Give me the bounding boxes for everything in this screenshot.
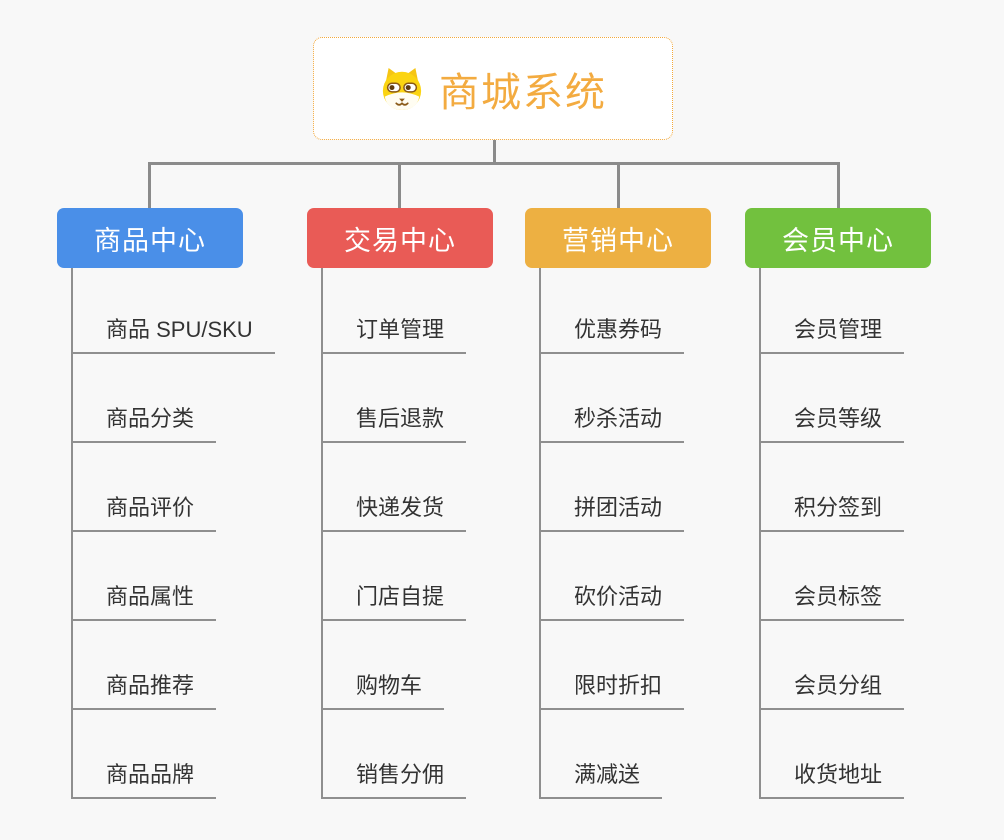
branch-item[interactable]: 商品分类 [71,354,217,443]
branch-item[interactable]: 商品推荐 [71,621,217,710]
branch-rail-line [148,162,840,165]
branch-item[interactable]: 快递发货 [321,443,467,532]
branch-header-product[interactable]: 商品中心 [57,208,243,268]
branch-item-list: 商品 SPU/SKU 商品分类 商品评价 商品属性 商品推荐 商品品牌 [71,268,275,799]
branch-item[interactable]: 拼团活动 [539,443,685,532]
branch-item[interactable]: 商品评价 [71,443,217,532]
branch-product-center: 商品中心 商品 SPU/SKU 商品分类 商品评价 商品属性 商品推荐 商品品牌 [57,208,307,799]
branch-item[interactable]: 会员管理 [759,268,905,354]
branch-item-list: 订单管理 售后退款 快递发货 门店自提 购物车 销售分佣 [321,268,467,799]
branch-item-list: 会员管理 会员等级 积分签到 会员标签 会员分组 收货地址 [759,268,905,799]
branch-connector-line [759,268,761,799]
branch-item[interactable]: 会员等级 [759,354,905,443]
branch-item[interactable]: 限时折扣 [539,621,685,710]
branch-marketing-center: 营销中心 优惠券码 秒杀活动 拼团活动 砍价活动 限时折扣 满减送 [525,208,775,799]
branch-item[interactable]: 商品属性 [71,532,217,621]
branch-item-list: 优惠券码 秒杀活动 拼团活动 砍价活动 限时折扣 满减送 [539,268,685,799]
drop-line-product [148,163,151,208]
branch-item[interactable]: 购物车 [321,621,445,710]
branch-item[interactable]: 订单管理 [321,268,467,354]
dog-face-icon [382,67,422,110]
branch-item[interactable]: 砍价活动 [539,532,685,621]
branch-connector-line [71,268,73,799]
branch-header-trade[interactable]: 交易中心 [307,208,493,268]
branch-header-marketing[interactable]: 营销中心 [525,208,711,268]
root-title: 商城系统 [439,70,607,115]
root-stem-line [493,140,496,164]
drop-line-member [837,163,840,208]
branch-item[interactable]: 满减送 [539,710,663,799]
branch-item[interactable]: 秒杀活动 [539,354,685,443]
branch-item[interactable]: 门店自提 [321,532,467,621]
branch-item[interactable]: 销售分佣 [321,710,467,799]
branch-connector-line [321,268,323,799]
branch-item[interactable]: 收货地址 [759,710,905,799]
branch-item[interactable]: 会员标签 [759,532,905,621]
branch-item[interactable]: 售后退款 [321,354,467,443]
root-node[interactable]: 商城系统 [313,37,673,140]
branch-header-member[interactable]: 会员中心 [745,208,931,268]
branch-item[interactable]: 积分签到 [759,443,905,532]
drop-line-marketing [617,163,620,208]
branch-item[interactable]: 商品 SPU/SKU [71,268,275,354]
branch-connector-line [539,268,541,799]
branch-trade-center: 交易中心 订单管理 售后退款 快递发货 门店自提 购物车 销售分佣 [307,208,557,799]
branch-item[interactable]: 优惠券码 [539,268,685,354]
branch-member-center: 会员中心 会员管理 会员等级 积分签到 会员标签 会员分组 收货地址 [745,208,995,799]
branch-item[interactable]: 会员分组 [759,621,905,710]
branch-item[interactable]: 商品品牌 [71,710,217,799]
drop-line-trade [398,163,401,208]
